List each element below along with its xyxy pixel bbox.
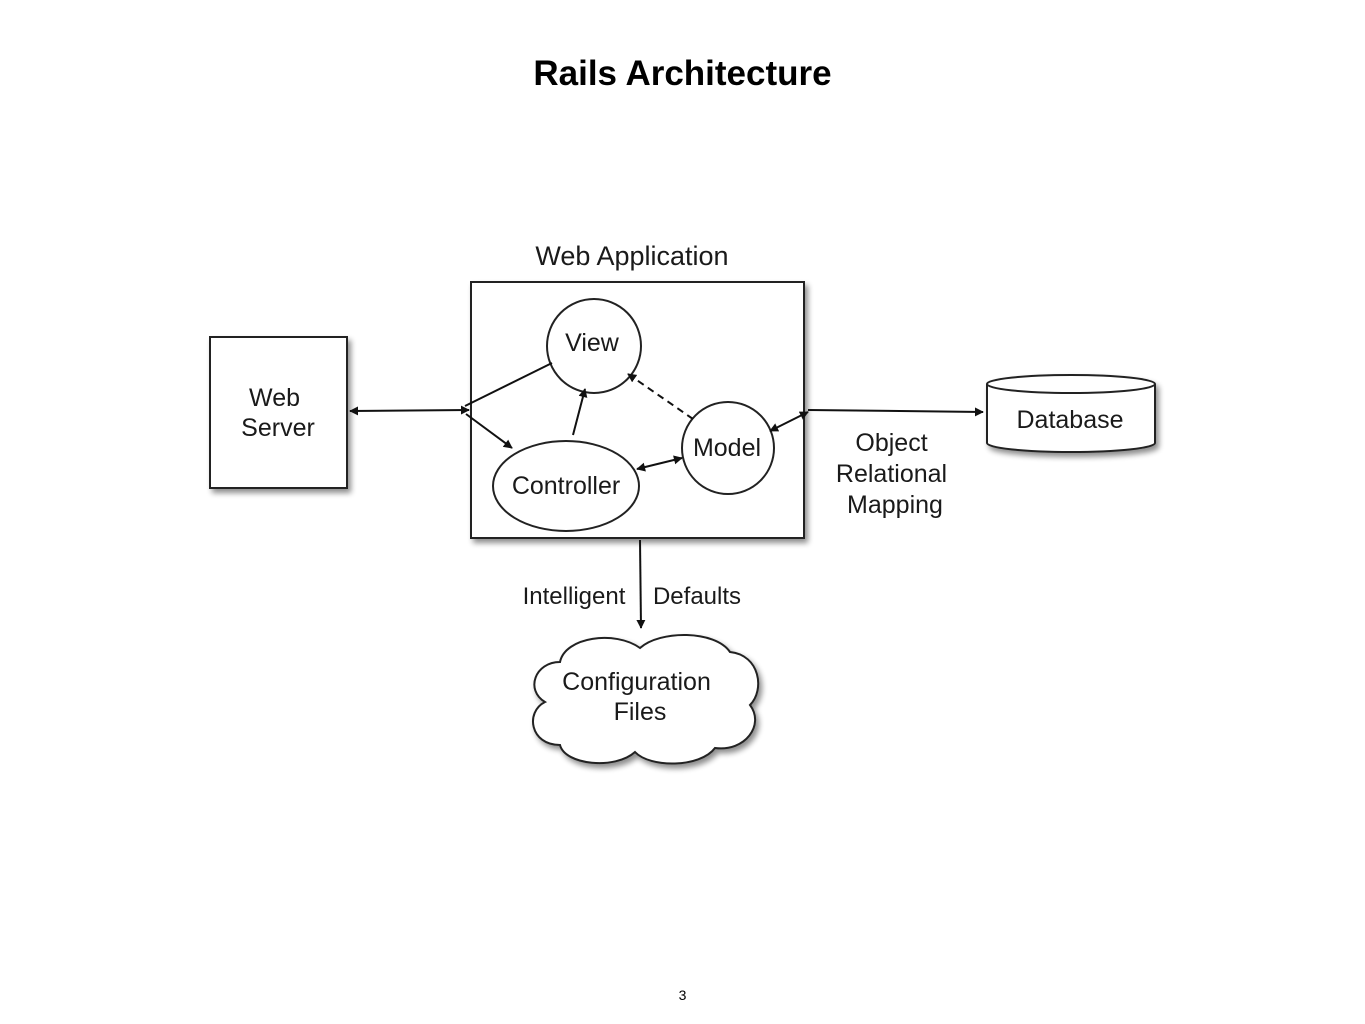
web-application-label: Web Application xyxy=(535,241,728,271)
page-number: 3 xyxy=(678,987,687,1003)
edge-webapp-to-controller xyxy=(465,413,513,449)
web-server-label-line1: Web xyxy=(249,384,300,412)
defaults-label: Defaults xyxy=(653,583,741,610)
orm-label-line2: Relational xyxy=(836,460,947,488)
configuration-files-label-line1: Configuration xyxy=(562,668,711,696)
model-node: Model xyxy=(681,401,775,495)
svg-text:Web Server: Web Server xyxy=(241,384,315,442)
controller-label: Controller xyxy=(512,472,620,500)
web-server-node: Web Server xyxy=(209,336,348,489)
edge-model-webapp-edge xyxy=(769,411,809,432)
database-node xyxy=(986,374,1156,453)
svg-text:Object Relational Mapp: Object Relational Mapping xyxy=(836,429,954,519)
view-label: View xyxy=(565,329,620,357)
slide-title: Rails Architecture xyxy=(533,54,832,93)
orm-label-line3: Mapping xyxy=(847,491,943,519)
edge-controller-to-view xyxy=(572,388,588,436)
intelligent-label: Intelligent xyxy=(523,583,626,610)
database-label: Database xyxy=(1016,406,1123,434)
edge-webserver-webapp xyxy=(349,405,470,416)
edge-webapp-to-config xyxy=(636,539,646,629)
edge-webapp-database xyxy=(807,407,984,417)
edge-controller-model xyxy=(636,455,683,472)
configuration-files-label-line2: Files xyxy=(614,698,667,726)
web-server-label-line2: Server xyxy=(241,414,315,442)
edge-webapp-to-view xyxy=(464,362,553,407)
view-node: View xyxy=(546,298,642,394)
model-label: Model xyxy=(693,434,761,462)
orm-label-line1: Object xyxy=(855,429,927,457)
svg-text:Configuration Files: Configuration Files xyxy=(562,668,718,726)
edge-model-to-view xyxy=(627,373,694,420)
configuration-files-node xyxy=(532,633,760,765)
controller-node: Controller xyxy=(492,440,640,532)
